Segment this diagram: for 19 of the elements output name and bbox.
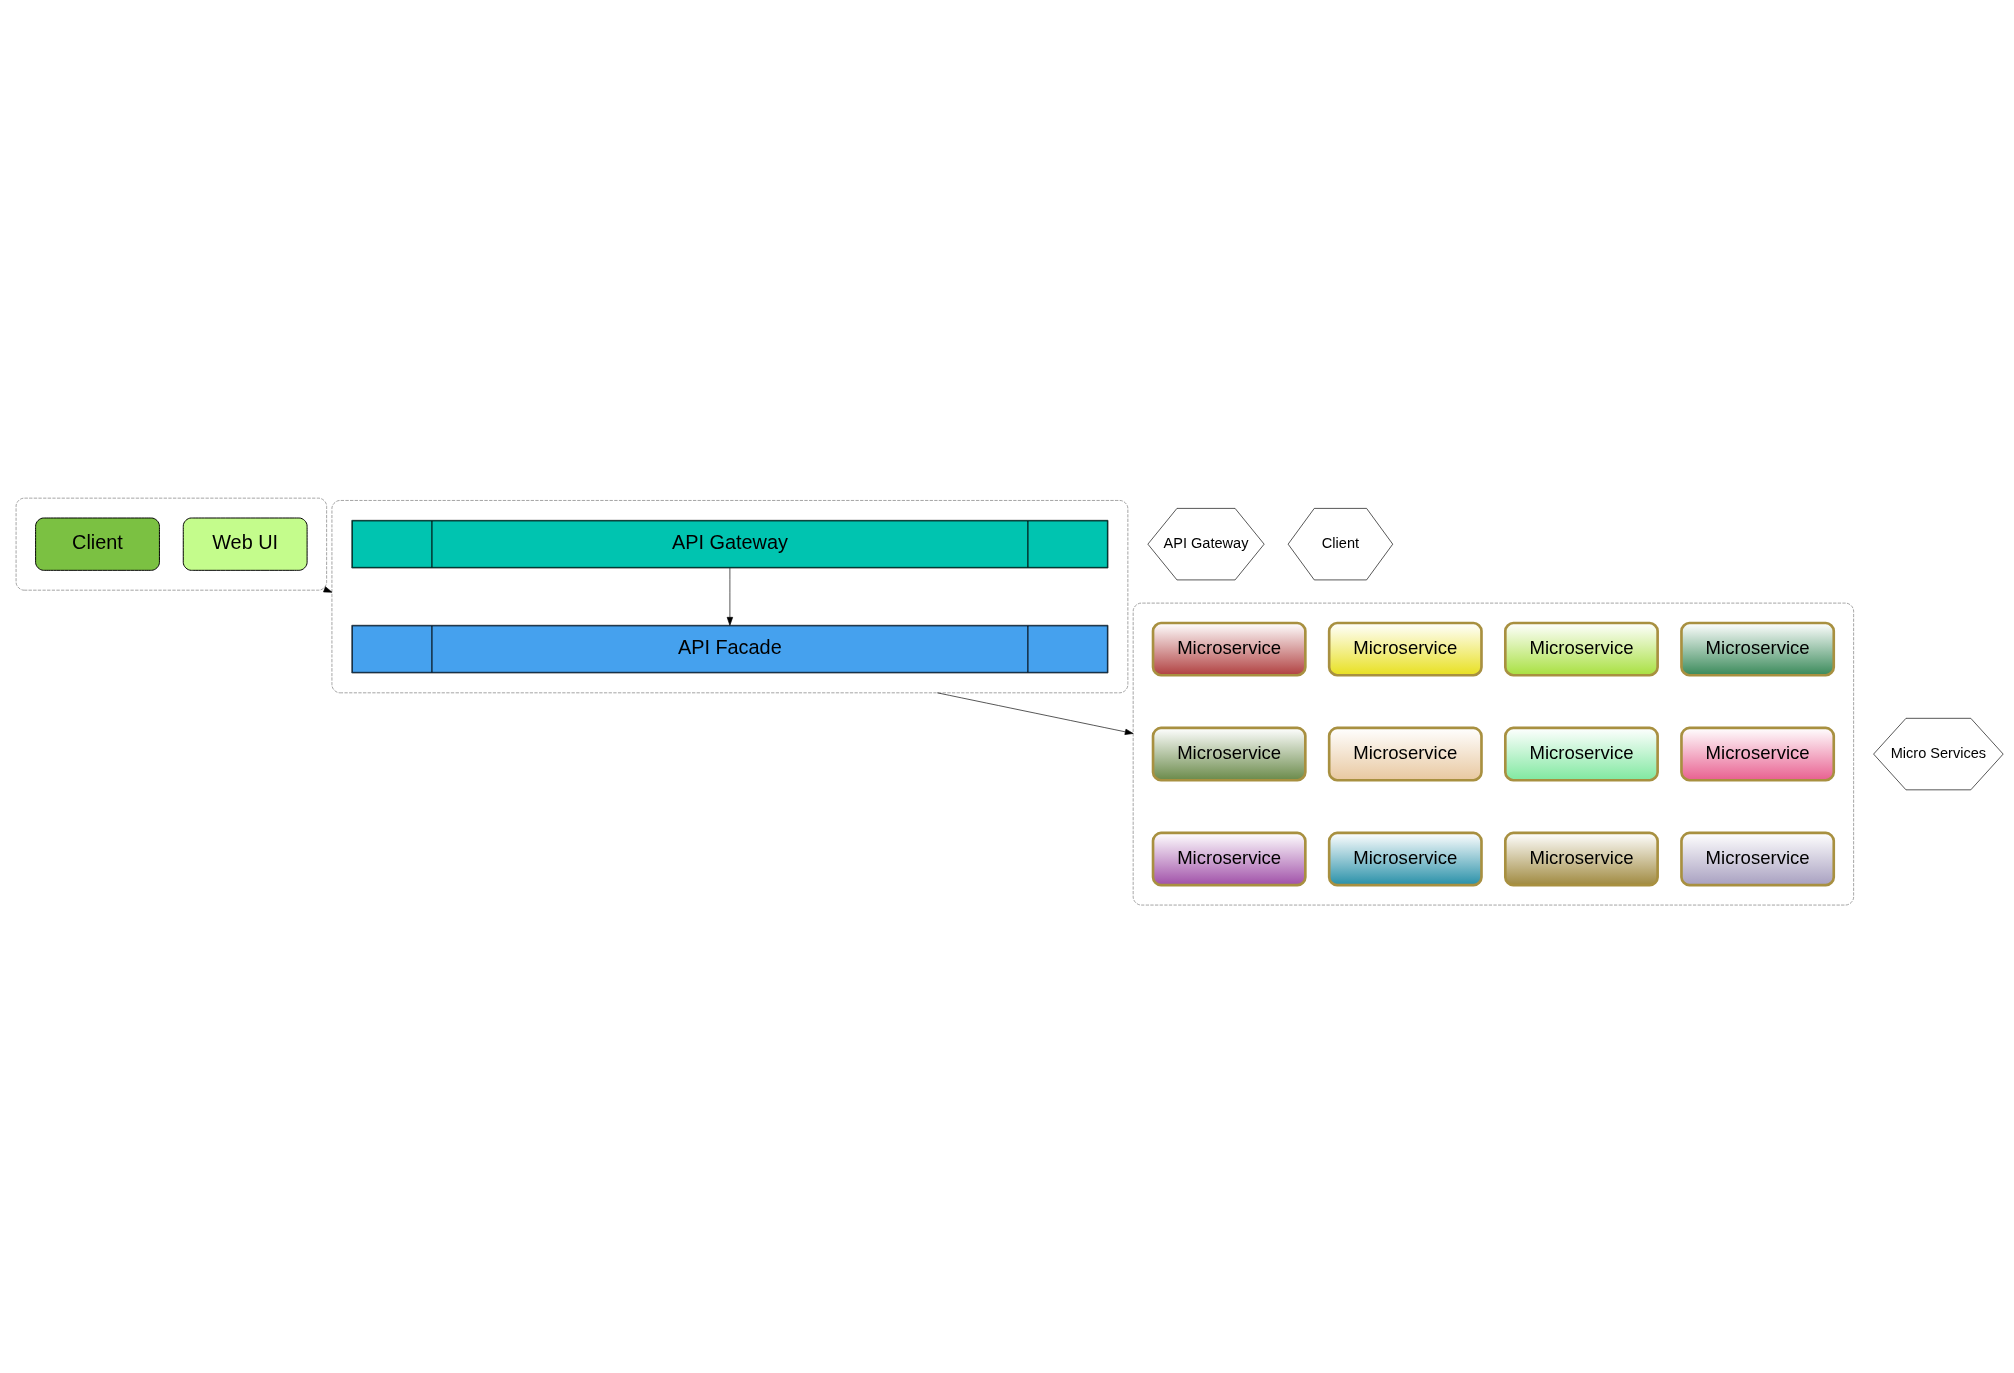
node-box: Microservice: [1504, 621, 1659, 677]
node-box: Microservice: [1504, 726, 1659, 782]
cluster: [331, 499, 1129, 693]
node-box: Microservice: [1680, 726, 1836, 782]
node-box: Microservice: [1680, 831, 1836, 886]
arrow: [726, 567, 733, 626]
node-box: Microservice: [1680, 621, 1836, 677]
node-box: Microservice: [1504, 831, 1659, 886]
node-box: Microservice: [1327, 621, 1483, 677]
arrow: [936, 692, 1134, 735]
node-box: Microservice: [1151, 726, 1307, 782]
cluster: [15, 497, 327, 591]
node-box: Microservice: [1327, 726, 1483, 782]
node-box: Client: [35, 517, 160, 571]
node-box: Web UI: [182, 517, 308, 571]
node-box: Microservice: [1327, 831, 1483, 886]
node-box: Microservice: [1151, 621, 1307, 677]
node-box: Microservice: [1151, 831, 1307, 886]
cluster: [1132, 602, 1854, 905]
